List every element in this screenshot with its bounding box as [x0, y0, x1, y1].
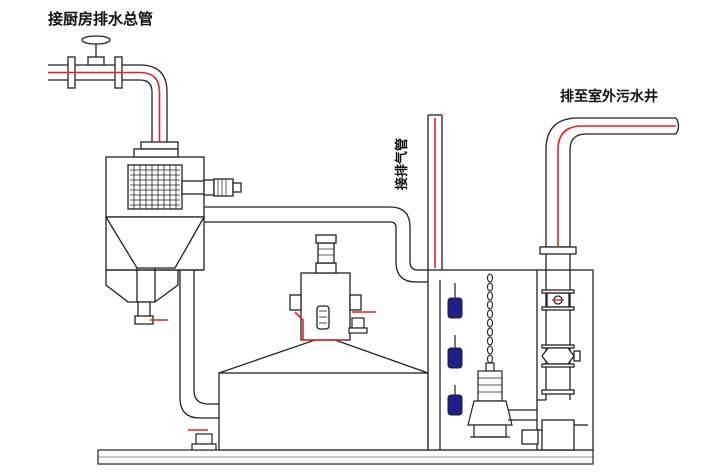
heater-red-lines: [294, 311, 376, 341]
outdoor-sewer-outlet-label: 排至室外污水井: [560, 88, 658, 105]
inlet-pipe: [48, 56, 179, 150]
float-switch-icon: [447, 385, 463, 416]
inlet-flow-line: [48, 71, 161, 142]
heater-outlet-valve[interactable]: [348, 317, 368, 334]
submersible-pump-icon: [467, 362, 537, 438]
outlet-flow-line: [557, 125, 676, 247]
vent-pipe-label: 接排气管: [394, 138, 410, 190]
valve-handwheel-icon[interactable]: [81, 35, 111, 66]
base-platform: [97, 449, 594, 465]
kitchen-drain-inlet-label: 接厨房排水总管: [48, 10, 153, 28]
vent-pipe: [427, 114, 443, 270]
lift-chain-icon: [486, 273, 494, 364]
motor-icon[interactable]: [181, 178, 242, 197]
grease-tank: [218, 339, 429, 451]
heater-unit: [289, 234, 362, 341]
outlet-pipe: [545, 117, 680, 247]
bypass-pipe: [179, 270, 219, 419]
float-switch-icon: [447, 335, 463, 369]
separator-unit: [105, 148, 205, 325]
transfer-pipe: [204, 206, 428, 283]
float-switch-icon: [447, 283, 463, 319]
ball-valve-icon[interactable]: [191, 433, 217, 451]
